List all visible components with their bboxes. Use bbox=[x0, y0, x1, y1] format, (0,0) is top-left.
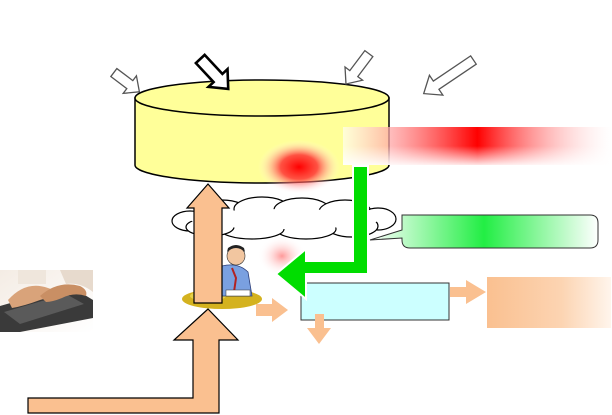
cyan-process-box bbox=[300, 282, 450, 321]
upward-arrow-to-database bbox=[185, 183, 231, 304]
peach-arrow-right bbox=[256, 298, 288, 322]
input-arrow-bold-icon bbox=[194, 53, 230, 91]
peach-arrow-down bbox=[307, 314, 331, 344]
red-glow-bar-fade bbox=[343, 127, 612, 165]
database-top bbox=[134, 79, 390, 117]
peach-arrow-to-output bbox=[450, 280, 486, 304]
red-glow-block bbox=[258, 140, 340, 194]
input-pipe-arrow bbox=[27, 308, 240, 414]
input-arrow-left-icon bbox=[109, 67, 141, 95]
hands-on-keyboard-photo bbox=[0, 270, 93, 332]
input-arrow-far-right-icon bbox=[422, 54, 478, 96]
input-arrow-right-icon bbox=[344, 49, 374, 85]
green-feedback-arrow bbox=[274, 165, 369, 302]
green-callout-box bbox=[369, 214, 599, 249]
peach-output-box bbox=[487, 277, 611, 328]
